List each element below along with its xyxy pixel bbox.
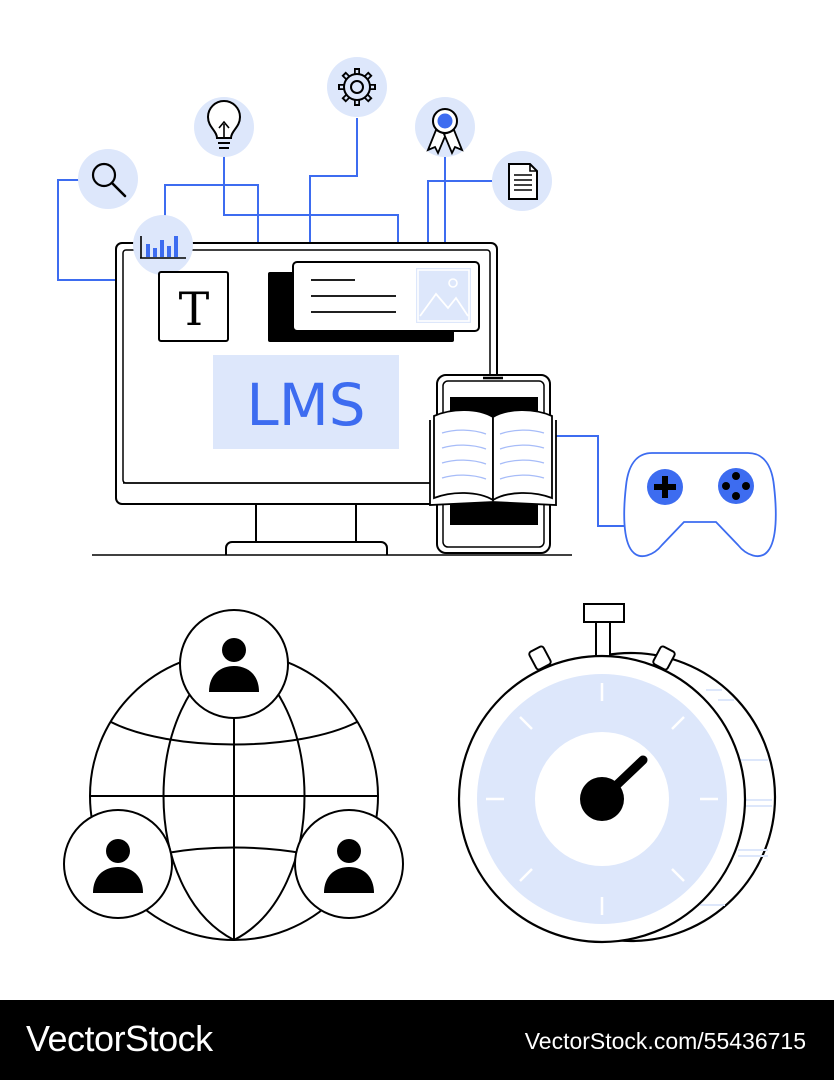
user-icon (209, 638, 259, 692)
footer-bar: VectorStock VectorStock.com/55436715 (0, 1000, 834, 1080)
award-ribbon-icon (415, 97, 475, 157)
brand-logo: VectorStock (26, 1018, 213, 1059)
text-tile-glyph: T (179, 282, 210, 336)
document-icon (492, 151, 552, 211)
open-book-icon (429, 409, 557, 506)
user-icon (93, 839, 143, 893)
user-avatar-right (294, 809, 404, 919)
lightbulb-icon (194, 97, 254, 157)
lms-label-text: LMS (246, 371, 365, 439)
user-icon (324, 839, 374, 893)
lms-illustration: T LMS (57, 57, 777, 944)
image-icon (416, 268, 471, 323)
user-avatar-left (63, 809, 173, 919)
lms-label: LMS (213, 355, 399, 449)
bar-chart-icon (133, 215, 193, 275)
gamepad-icon (623, 452, 777, 558)
connector-lines (57, 118, 628, 527)
search-icon (78, 149, 138, 209)
user-avatar-top (179, 609, 289, 719)
gear-icon (327, 57, 387, 117)
image-id: VectorStock.com/55436715 (524, 1028, 806, 1054)
stopwatch-icon (457, 603, 777, 944)
text-tile: T (158, 271, 229, 342)
